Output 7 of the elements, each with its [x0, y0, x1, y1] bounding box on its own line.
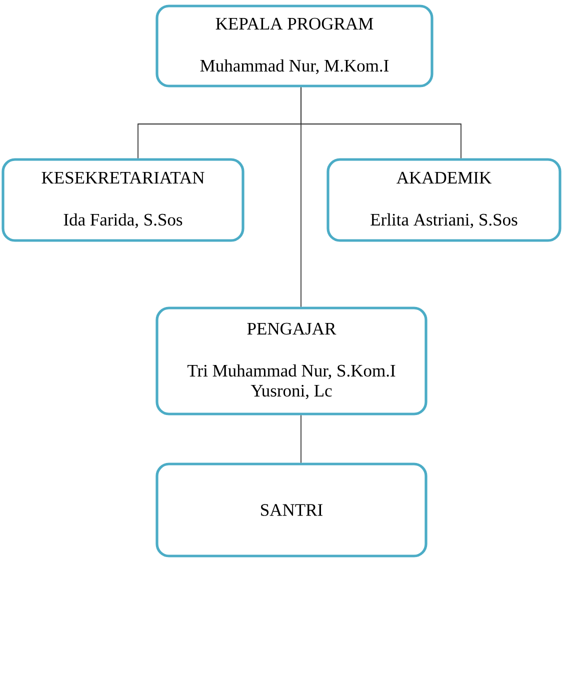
org-box: KESEKRETARIATAN Ida Farida, S.Sos — [2, 158, 244, 242]
org-box: AKADEMIK Erlita Astriani, S.Sos — [326, 158, 562, 242]
org-box: PENGAJAR Tri Muhammad Nur, S.Kom.I Yusroni, Lc — [156, 306, 428, 416]
org-box: SANTRI — [156, 462, 428, 558]
org-box: KEPALA PROGRAM Muhammad Nur, M.Kom.I — [156, 4, 434, 88]
connector-line — [300, 414, 302, 464]
connector-line — [300, 86, 302, 308]
